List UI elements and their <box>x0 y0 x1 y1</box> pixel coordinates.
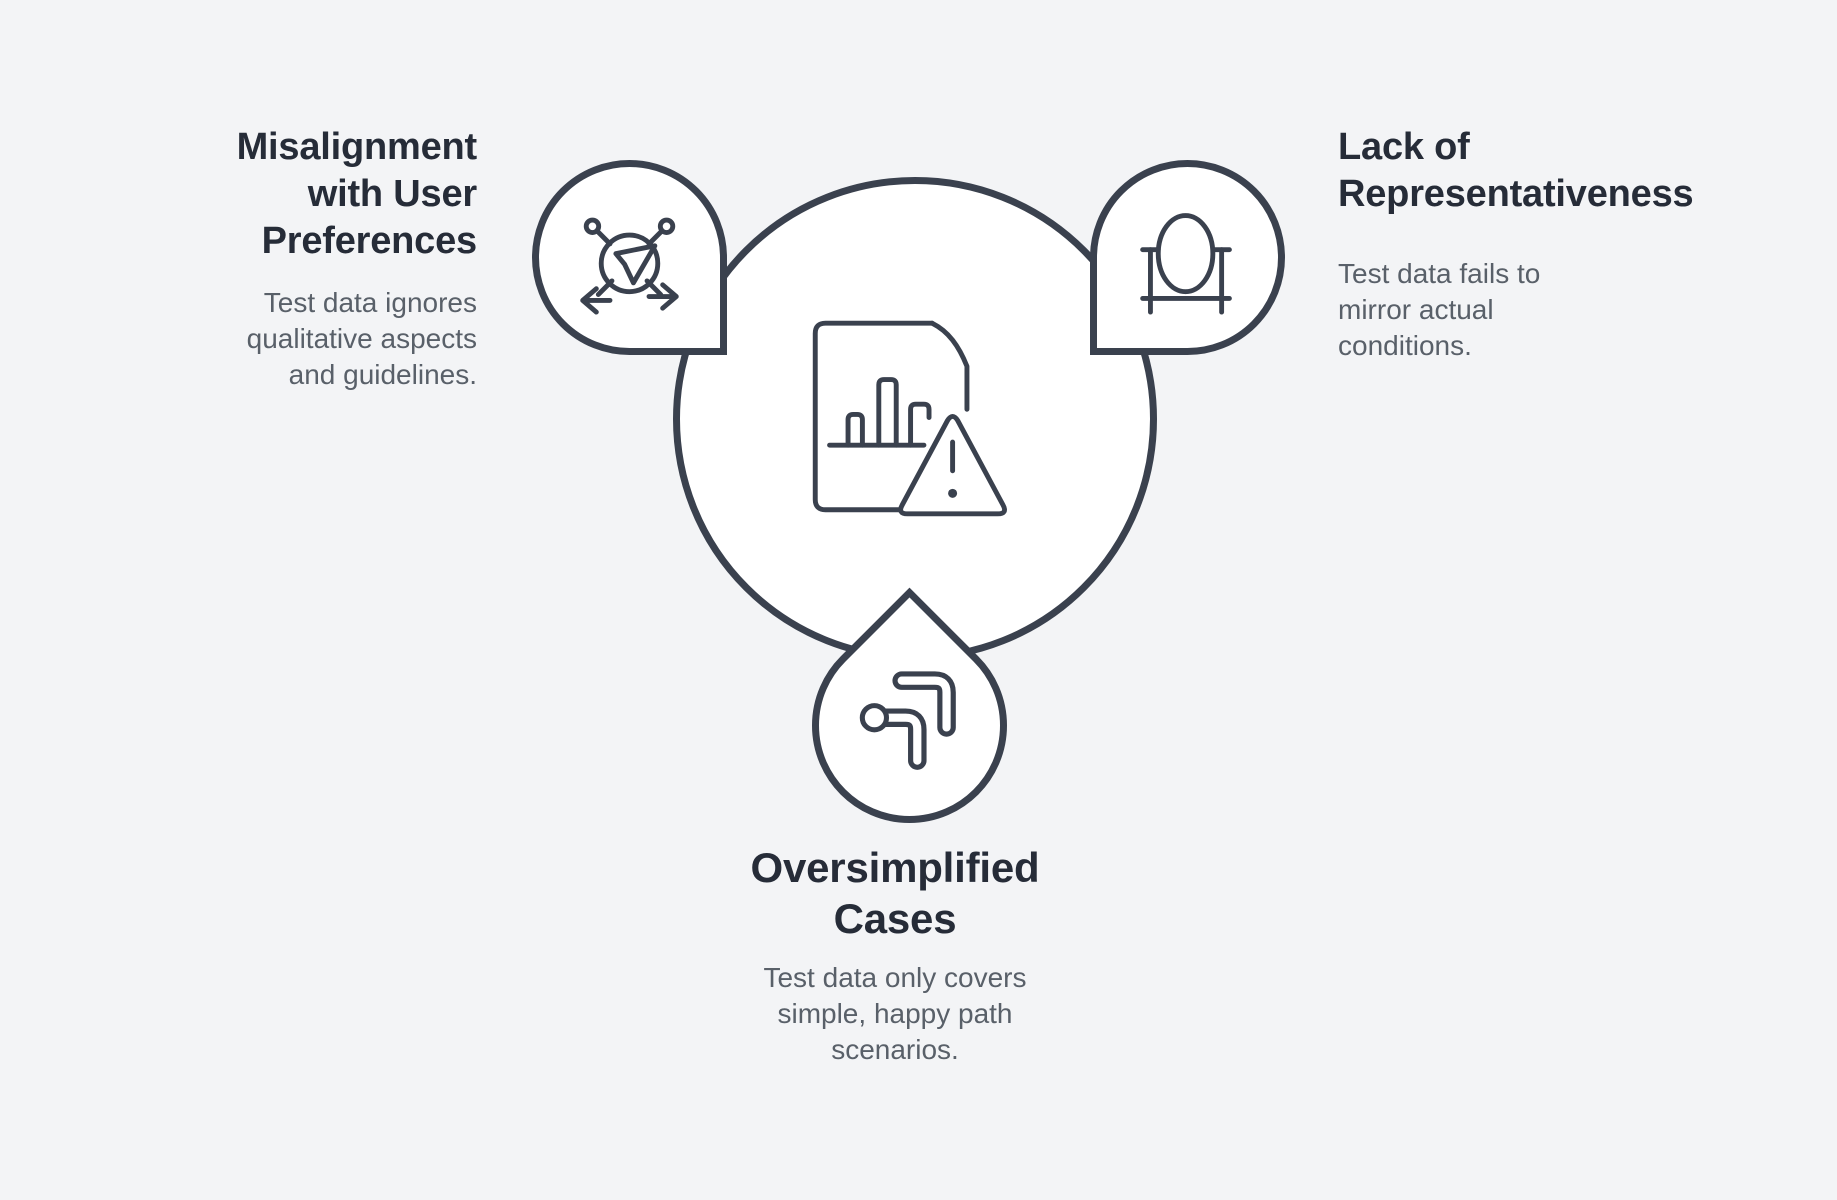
small-turn-arrow-fill <box>872 713 922 765</box>
item-oversimplified-description: Test data only covers simple, happy path… <box>595 960 1195 1068</box>
node-upper-right <box>657 217 676 235</box>
report-warning-icon <box>812 320 1007 517</box>
chart-bar-small <box>845 411 865 448</box>
connector-lower-right <box>644 278 664 297</box>
connector-upper-left <box>595 229 613 247</box>
pin-misalignment <box>532 160 727 355</box>
arrow-left <box>580 286 613 315</box>
turn-arrows-icon <box>859 671 956 770</box>
item-oversimplified-text: Oversimplified Cases Test data only cove… <box>595 842 1195 1068</box>
arrow-start-dot <box>859 703 890 733</box>
heading-line: Oversimplified <box>750 844 1040 891</box>
compass-circle <box>598 232 661 295</box>
large-turn-arrow-fill <box>897 676 951 732</box>
item-misalignment-text: Misalignment with User Preferences Test … <box>57 124 478 393</box>
body-line: qualitative aspects <box>246 323 477 354</box>
pin-representativeness <box>1090 160 1285 355</box>
mirror-icon <box>1140 213 1232 315</box>
connector-upper-right <box>646 229 664 247</box>
heading-line: Representativeness <box>1338 173 1694 215</box>
arrow-right <box>646 282 679 311</box>
body-line: Test data ignores <box>263 287 477 318</box>
heading-line: with User <box>307 173 477 215</box>
connector-lower-left <box>595 278 615 297</box>
navigation-spread-icon <box>580 217 679 315</box>
body-line: and guidelines. <box>288 359 477 390</box>
body-line: Test data only covers <box>763 962 1027 993</box>
heading-line: Misalignment <box>236 126 478 168</box>
body-line: scenarios. <box>831 1034 959 1065</box>
heading-line: Preferences <box>261 220 478 262</box>
document-fold <box>929 320 970 412</box>
paper-plane-arrow <box>613 243 658 286</box>
central-circle <box>673 177 1157 661</box>
warning-exclamation-dot <box>948 488 958 498</box>
item-representativeness-heading: Lack of Representativeness <box>1338 124 1768 218</box>
body-line: Test data fails to <box>1338 258 1541 289</box>
item-oversimplified-heading: Oversimplified Cases <box>595 842 1195 944</box>
mirror-glass <box>1155 213 1216 295</box>
chart-bar-tall <box>876 377 899 448</box>
item-misalignment-heading: Misalignment with User Preferences <box>57 124 478 265</box>
node-upper-left <box>583 217 602 235</box>
item-representativeness-description: Test data fails to mirror actual conditi… <box>1338 256 1768 364</box>
body-line: simple, happy path <box>777 998 1013 1029</box>
item-representativeness-text: Lack of Representativeness Test data fai… <box>1338 124 1768 364</box>
body-line: conditions. <box>1338 330 1472 361</box>
body-line: mirror actual <box>1338 294 1494 325</box>
item-misalignment-description: Test data ignores qualitative aspects an… <box>57 285 477 393</box>
heading-line: Cases <box>833 895 957 942</box>
heading-line: Lack of <box>1338 126 1470 168</box>
document-shape <box>812 320 935 513</box>
chart-bar-medium <box>908 401 932 448</box>
